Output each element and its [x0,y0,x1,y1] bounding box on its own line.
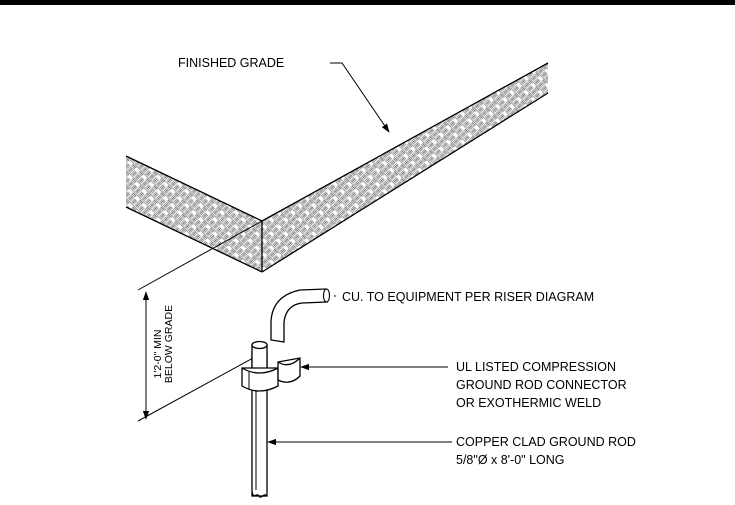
copper-conductor [270,288,331,343]
connector-label-line1: UL LISTED COMPRESSION [456,360,616,374]
top-border-bar [0,0,735,5]
finished-grade-slab [125,62,549,273]
connector-label-line3: OR EXOTHERMIC WELD [456,396,601,410]
rod-label-line2: 5/8"Ø x 8'-0" LONG [456,453,565,467]
finished-grade-leader [330,62,390,133]
depth-extension-top [137,220,263,291]
depth-label-line1: 1'2-0" MIN [152,330,164,379]
connector-label-line2: GROUND ROD CONNECTOR [456,378,627,392]
rod-label-line1: COPPER CLAD GROUND ROD [456,435,636,449]
rod-top [251,340,268,371]
depth-label-line2: BELOW GRADE [163,305,175,383]
depth-extension-bottom [137,351,265,422]
compression-connector [241,357,301,392]
finished-grade-label: FINISHED GRADE [178,56,284,70]
cu-to-equipment-label: CU. TO EQUIPMENT PER RISER DIAGRAM [342,290,594,304]
